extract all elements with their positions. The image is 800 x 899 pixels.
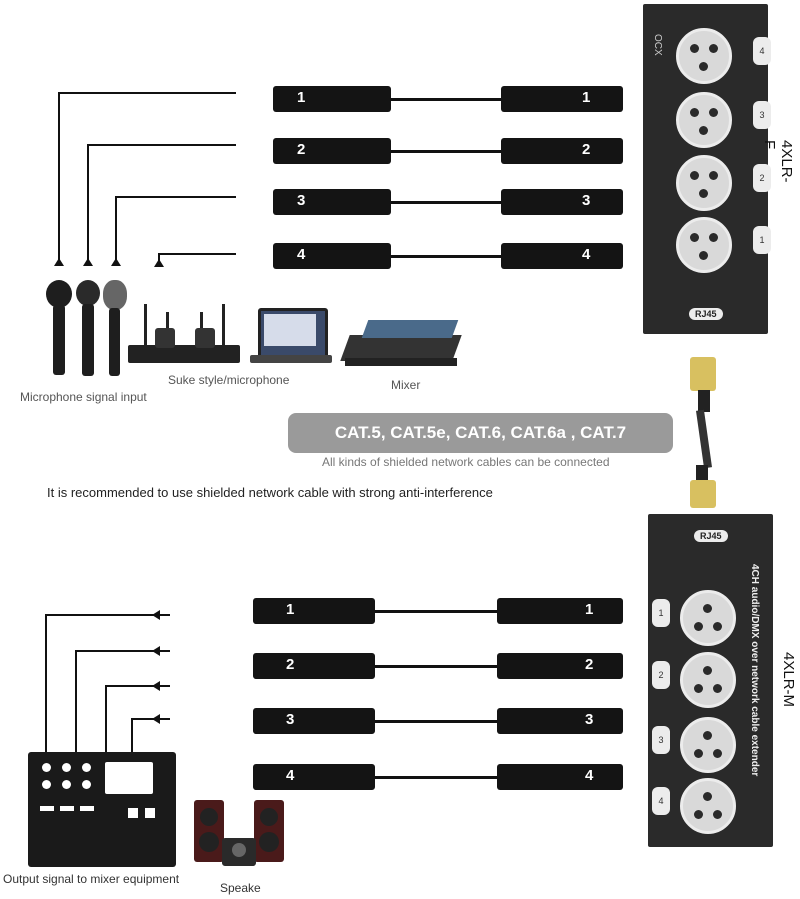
caption-microphone-signal: Microphone signal input (20, 390, 147, 404)
caption-speake: Speake (220, 881, 261, 895)
rj45-label-bottom: RJ45 (694, 530, 728, 542)
port-tab-bottom-2: 2 (652, 661, 670, 689)
cat-types-box: CAT.5, CAT.5e, CAT.6, CAT.6a , CAT.7 (288, 413, 673, 453)
male-xlr-panel: RJ45 1 2 3 4 4CH audio/DMX over network … (648, 514, 773, 847)
port-tab-bottom-3: 3 (652, 726, 670, 754)
caption-output-signal: Output signal to mixer equipment (3, 872, 180, 886)
xlr-male-port-1 (680, 590, 736, 646)
recommendation-text: It is recommended to use shielded networ… (47, 485, 493, 500)
extender-title: 4CH audio/DMX over network cable extende… (749, 564, 760, 777)
xlr-port-2 (676, 155, 732, 211)
panel-label-4xlr-f: 4XLR-F (761, 140, 795, 183)
port-tab-bottom-1: 1 (652, 599, 670, 627)
brand-text: OCX (652, 34, 663, 56)
xlr-male-port-3 (680, 717, 736, 773)
caption-mixer: Mixer (391, 378, 421, 392)
port-tab-bottom-4: 4 (652, 787, 670, 815)
xlr-port-3 (676, 92, 732, 148)
xlr-port-4 (676, 28, 732, 84)
cat-note: All kinds of shielded network cables can… (322, 455, 610, 469)
xlr-male-port-2 (680, 652, 736, 708)
port-tab-2: 2 (753, 164, 771, 192)
panel-label-4xlr-m: 4XLR-M (780, 652, 797, 708)
rj45-label: RJ45 (689, 308, 723, 320)
female-xlr-panel: OCX 4 3 2 1 RJ45 (643, 4, 771, 334)
caption-suke: Suke style/microphone (168, 373, 290, 387)
xlr-port-1 (676, 217, 732, 273)
port-tab-1: 1 (753, 226, 771, 254)
port-tab-4: 4 (753, 37, 771, 65)
port-tab-3: 3 (753, 101, 771, 129)
xlr-male-port-4 (680, 778, 736, 834)
